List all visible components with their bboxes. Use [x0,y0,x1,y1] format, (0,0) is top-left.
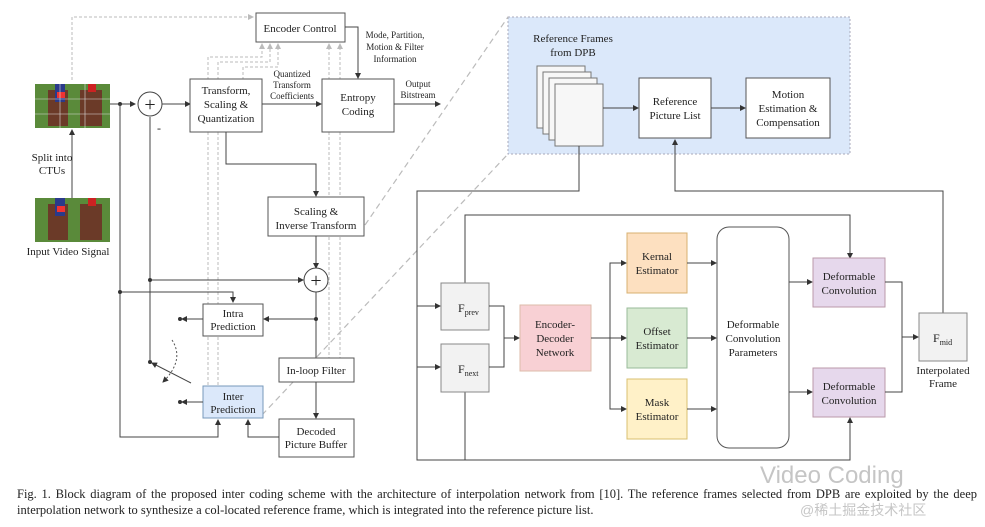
motion-estimation-box [745,77,831,139]
offset-estimator-box [626,307,688,369]
watermark-sub: @稀土掘金技术社区 [800,502,927,518]
svg-text:Mode, Partition,Motion & Filte: Mode, Partition,Motion & FilterInformati… [366,30,425,64]
encoder-control-box [255,12,346,43]
svg-text:+: + [310,270,321,292]
svg-text:Scaling &Inverse Transform: Scaling &Inverse Transform [276,206,357,232]
reference-frames-stack [536,65,604,147]
inloop-filter-box [278,357,355,383]
zoom-connector-top [364,16,509,226]
input-video-label: Input Video Signal [27,246,110,258]
dcn-parameters-box [716,226,790,449]
watermark-title: Video Coding [760,462,904,489]
svg-text:Fnext: Fnext [458,362,479,378]
reference-picture-list-box [638,77,712,139]
f-prev-box [440,282,490,331]
decoded-picture-buffer-box [278,418,355,458]
svg-text:Transform,Scaling &Quantizatio: Transform,Scaling &Quantization [198,85,255,125]
svg-text:Fprev: Fprev [458,301,479,317]
f-mid-box [918,312,968,362]
inter-prediction-box [202,385,264,419]
mask-estimator-box [626,378,688,440]
svg-text:In-loop Filter: In-loop Filter [287,365,346,377]
figure-caption: Fig. 1. Block diagram of the proposed in… [17,487,977,517]
scaling-inverse-box [267,196,365,237]
deformable-conv-bottom-box [812,367,886,418]
kernel-estimator-box [626,232,688,294]
input-frame-image [35,198,110,242]
f-next-box [440,343,490,393]
encoder-decoder-network-box [519,304,592,372]
entropy-coding-box [321,78,395,133]
plus-sign: + [144,94,155,116]
svg-text:Encoder Control: Encoder Control [263,23,336,35]
minus-sign: - [157,121,161,135]
svg-text:Fmid: Fmid [933,331,952,347]
ctu-frame-image [35,84,110,128]
